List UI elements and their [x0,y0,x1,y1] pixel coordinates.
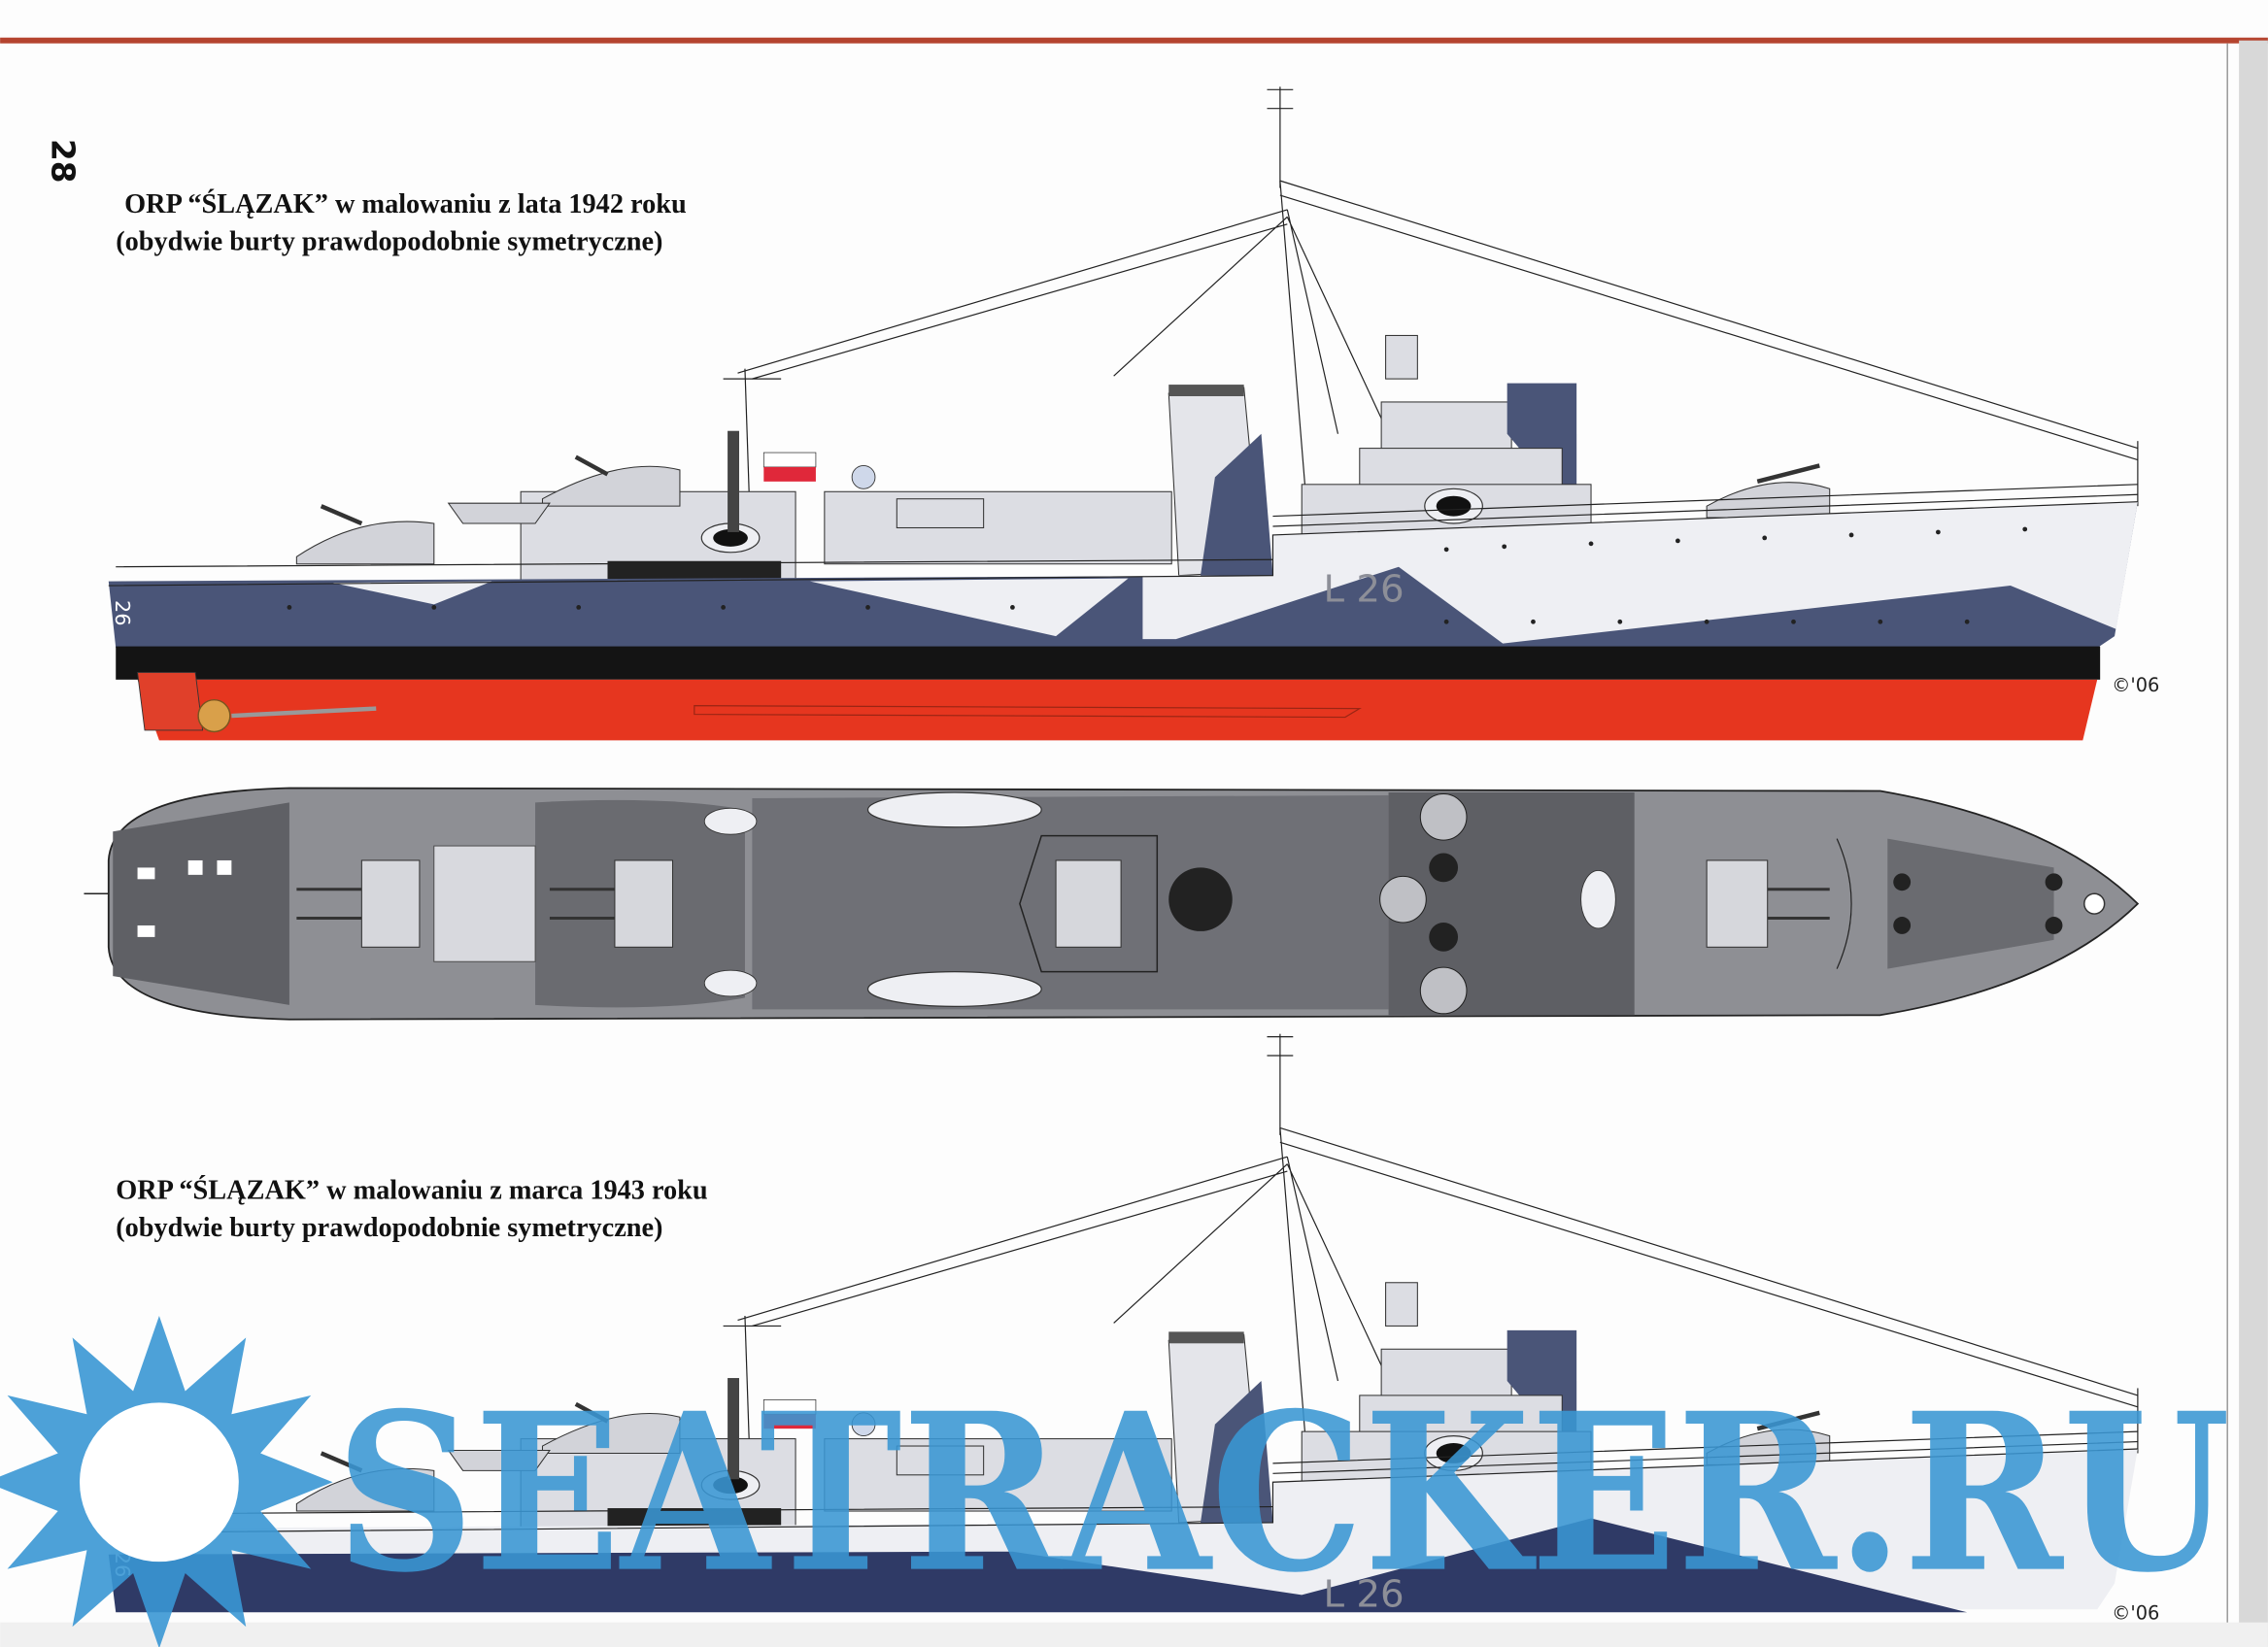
caption-subtitle-1943: (obydwie burty prawdopodobnie symetryczn… [116,1213,662,1243]
hull-camo-dark-blue [108,1518,1968,1613]
forecastle-cable-deck [1887,838,2054,969]
caption-title-1942: ORP “ŚLĄZAK” w malowaniu z lata 1942 rok… [124,189,687,219]
caption-subtitle-1942: (obydwie burty prawdopodobnie symetryczn… [116,227,662,257]
artist-signature: ©'06 [2112,1602,2159,1625]
watermark: SEATRACKER.RU [0,1316,2230,1647]
watermark-text: SEATRACKER.RU [336,1365,2231,1621]
stern-number: 26 [111,600,134,626]
gun-mounts-plan [360,859,1769,948]
page-bottom-edge [0,1622,2268,1647]
gun-barrels-plan [296,888,1830,921]
hull-camo-white-fwd [1142,501,2138,644]
artist-signature: ©'06 [2112,674,2159,696]
boat-port [866,791,1042,828]
page-top-edge [0,37,2268,44]
hull-code: L 26 [1324,1572,1405,1616]
ship-plan-view [84,787,2140,1021]
hull-code: L 26 [1324,567,1405,611]
ship-profile-1942: L 26 26 ©'06 [108,86,2159,741]
sun-logo-center [80,1402,239,1563]
page-number: 28 [45,139,82,184]
bridge-deck [1388,791,1635,1016]
page-stack-edge [2239,40,2268,1647]
rudder [137,671,204,731]
ship-profile-1943: L 26 26 ©'06 [108,1034,2159,1625]
boat-starboard [866,971,1042,1007]
propeller [197,698,231,733]
hull-red-underwater [137,679,2098,741]
funnel-top [1168,867,1233,931]
pom-pom-platform [1019,834,1159,973]
boot-topping [116,646,2101,680]
caption-title-1943: ORP “ŚLĄZAK” w malowaniu z marca 1943 ro… [116,1175,707,1205]
